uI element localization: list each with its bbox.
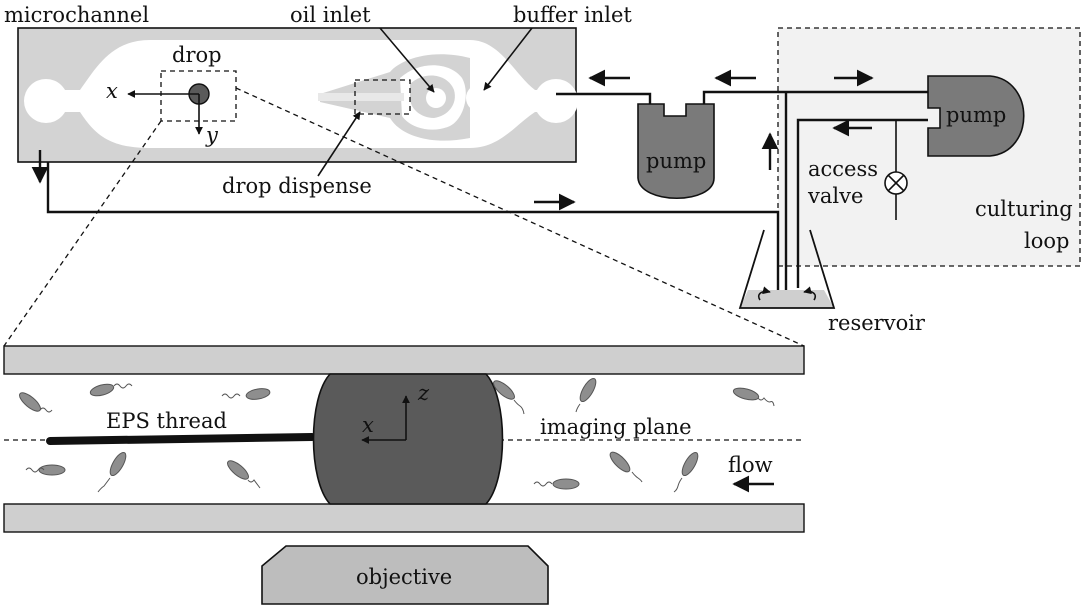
pump-center: pump xyxy=(637,103,715,200)
bacterium xyxy=(97,451,127,493)
bacterium xyxy=(673,451,699,493)
buffer-inlet-label: buffer inlet xyxy=(513,3,632,27)
oil-inlet-label: oil inlet xyxy=(290,3,371,27)
flow-label: flow xyxy=(728,453,773,477)
tubing xyxy=(46,90,928,306)
bacterium xyxy=(575,377,597,413)
top-x-axis-label: x xyxy=(106,79,118,103)
top-y-axis-label: y xyxy=(205,123,219,147)
top-glass-slide xyxy=(3,345,805,375)
bacterium xyxy=(89,383,133,397)
access-valve-icon xyxy=(884,171,908,195)
bacterium xyxy=(533,478,580,490)
reservoir-label: reservoir xyxy=(828,311,926,335)
bottom-z-axis-label: z xyxy=(417,381,430,405)
access-valve-label-line1: access xyxy=(808,157,878,181)
bacterium xyxy=(19,392,53,413)
drop-label: drop xyxy=(172,43,222,67)
imaging-plane-label: imaging plane xyxy=(540,415,692,439)
bacterium xyxy=(227,460,261,489)
eps-thread-label: EPS thread xyxy=(106,409,227,433)
objective: objective xyxy=(261,545,549,605)
culturing-loop-label-line2: loop xyxy=(1024,229,1069,253)
bacterium xyxy=(25,464,66,476)
drop-side-view xyxy=(312,373,504,505)
culturing-loop-label-line1: culturing xyxy=(975,197,1073,221)
access-valve-label-line2: valve xyxy=(807,184,863,208)
bacterium xyxy=(221,388,271,400)
microchannel-label: microchannel xyxy=(4,3,149,27)
eps-thread xyxy=(46,433,316,445)
bottom-x-axis-label: x xyxy=(362,413,374,437)
bacterium xyxy=(609,451,643,483)
pump-center-label: pump xyxy=(646,149,706,173)
microchannel-chip xyxy=(17,27,578,163)
bottom-glass-slide xyxy=(3,503,805,533)
objective-label: objective xyxy=(356,565,452,589)
bacterium xyxy=(493,380,525,415)
bacteria xyxy=(19,377,775,493)
reservoir xyxy=(738,229,836,309)
pump-right-label: pump xyxy=(946,103,1006,127)
drop-dispense-label: drop dispense xyxy=(222,174,372,198)
drop-dispense-box xyxy=(354,79,411,115)
bacterium xyxy=(732,387,775,407)
pump-right: pump xyxy=(927,75,1025,157)
